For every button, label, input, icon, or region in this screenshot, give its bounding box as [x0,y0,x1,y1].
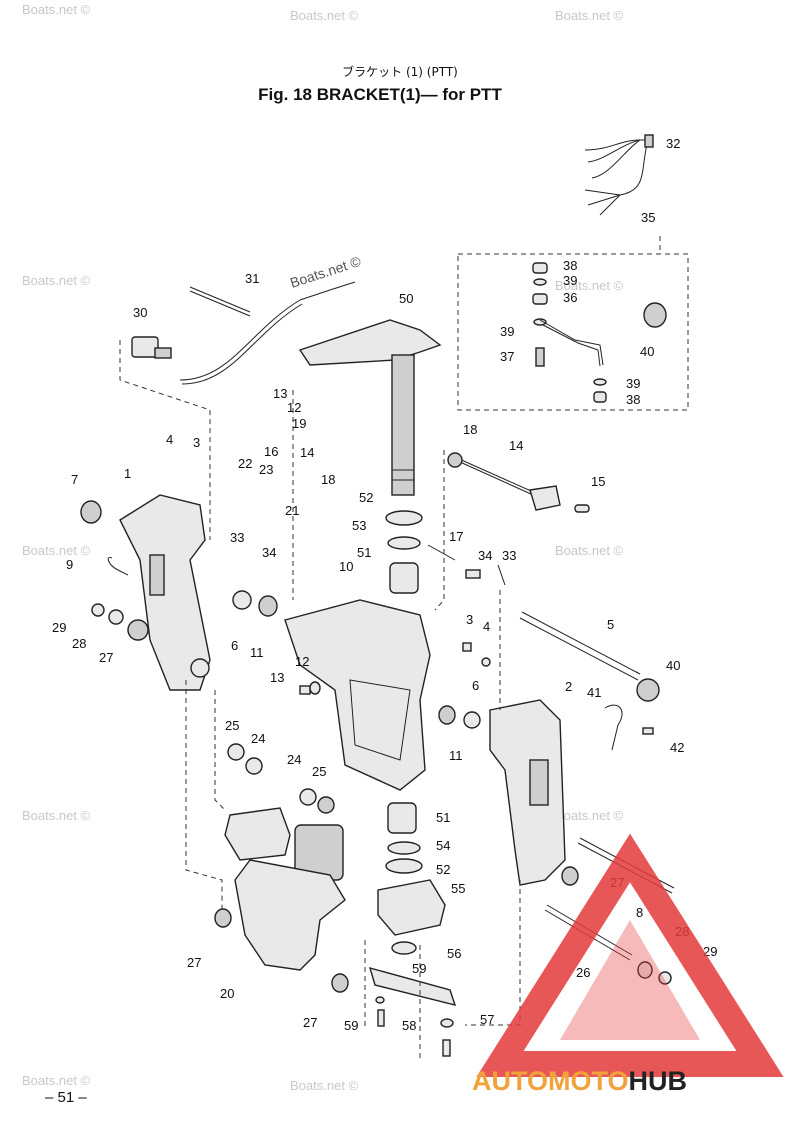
callout-40: 40 [666,658,680,673]
callout-12: 12 [295,654,309,669]
callout-31: 31 [245,271,259,286]
kit-35-box [457,253,689,411]
watermark: Boats.net © [555,278,624,293]
callout-34: 34 [262,545,276,560]
callout-6: 6 [472,678,479,693]
callout-4: 4 [483,619,490,634]
callout-33: 33 [502,548,516,563]
callout-19: 19 [292,416,306,431]
callout-3: 3 [193,435,200,450]
callout-52: 52 [359,490,373,505]
callout-59: 59 [412,961,426,976]
callout-22: 22 [238,456,252,471]
callout-9: 9 [66,557,73,572]
watermark: Boats.net © [555,808,624,823]
callout-7: 7 [71,472,78,487]
callout-3: 3 [466,612,473,627]
callout-14: 14 [509,438,523,453]
callout-11: 11 [449,748,463,763]
callout-4: 4 [166,432,173,447]
callout-2: 2 [565,679,572,694]
callout-26: 26 [576,965,590,980]
callout-29: 29 [52,620,66,635]
callout-32: 32 [666,136,680,151]
watermarks: Boats.net © Boats.net © Boats.net © Boat… [22,2,624,1093]
callout-39: 39 [563,273,577,288]
callout-8: 8 [636,905,643,920]
watermark: Boats.net © [555,543,624,558]
callout-54: 54 [436,838,450,853]
figure-title: Fig. 18 BRACKET(1)— for PTT [258,85,502,104]
callout-57: 57 [480,1012,494,1027]
watermark: Boats.net © [22,1073,91,1088]
callout-38: 38 [626,392,640,407]
callout-39: 39 [626,376,640,391]
callout-33: 33 [230,530,244,545]
callout-25: 25 [312,764,326,779]
callout-10: 10 [339,559,353,574]
callout-40: 40 [640,344,654,359]
callout-11: 11 [250,645,264,660]
callout-51: 51 [436,810,450,825]
parts-drawing [80,134,689,1060]
callout-30: 30 [133,305,147,320]
callout-18: 18 [463,422,477,437]
callout-28: 28 [72,636,86,651]
callout-58: 58 [402,1018,416,1033]
watermark: Boats.net © [22,2,91,17]
watermark: Boats.net © [22,273,91,288]
callout-35: 35 [641,210,655,225]
callout-6: 6 [231,638,238,653]
callout-1: 1 [124,466,131,481]
callout-50: 50 [399,291,413,306]
callout-59: 59 [344,1018,358,1033]
callout-42: 42 [670,740,684,755]
callout-27: 27 [303,1015,317,1030]
callout-21: 21 [285,503,299,518]
callout-24: 24 [251,731,265,746]
callout-23: 23 [259,462,273,477]
callout-5: 5 [607,617,614,632]
callout-25: 25 [225,718,239,733]
watermark: Boats.net © [290,8,359,23]
callouts: 32 35 38 39 36 39 37 40 39 38 31 30 50 1… [52,136,717,1033]
callout-39: 39 [500,324,514,339]
callout-12: 12 [287,400,301,415]
watermark-strong: Boats.net © [288,253,363,291]
logo-wordmark: AUTOMOTOHUB [472,1066,687,1096]
callout-53: 53 [352,518,366,533]
callout-37: 37 [500,349,514,364]
callout-52: 52 [436,862,450,877]
callout-38: 38 [563,258,577,273]
callout-56: 56 [447,946,461,961]
callout-20: 20 [220,986,234,1001]
callout-55: 55 [451,881,465,896]
watermark: Boats.net © [22,543,91,558]
page-number: – 51 – [45,1089,87,1106]
callout-18: 18 [321,472,335,487]
callout-13: 13 [273,386,287,401]
callout-17: 17 [449,529,463,544]
watermark: Boats.net © [555,8,624,23]
watermark: Boats.net © [290,1078,359,1093]
callout-14: 14 [300,445,314,460]
callout-15: 15 [591,474,605,489]
callout-36: 36 [563,290,577,305]
callout-16: 16 [264,444,278,459]
callout-34: 34 [478,548,492,563]
callout-13: 13 [270,670,284,685]
callout-41: 41 [587,685,601,700]
callout-51: 51 [357,545,371,560]
callout-27: 27 [187,955,201,970]
callout-27: 27 [99,650,113,665]
logo-triangle-icon [476,833,784,1077]
harness-32 [584,134,654,216]
automotohub-logo: AUTOMOTOHUB [472,833,784,1096]
watermark: Boats.net © [22,808,91,823]
title-japanese: ブラケット (1) (PTT) [342,64,458,79]
callout-24: 24 [287,752,301,767]
